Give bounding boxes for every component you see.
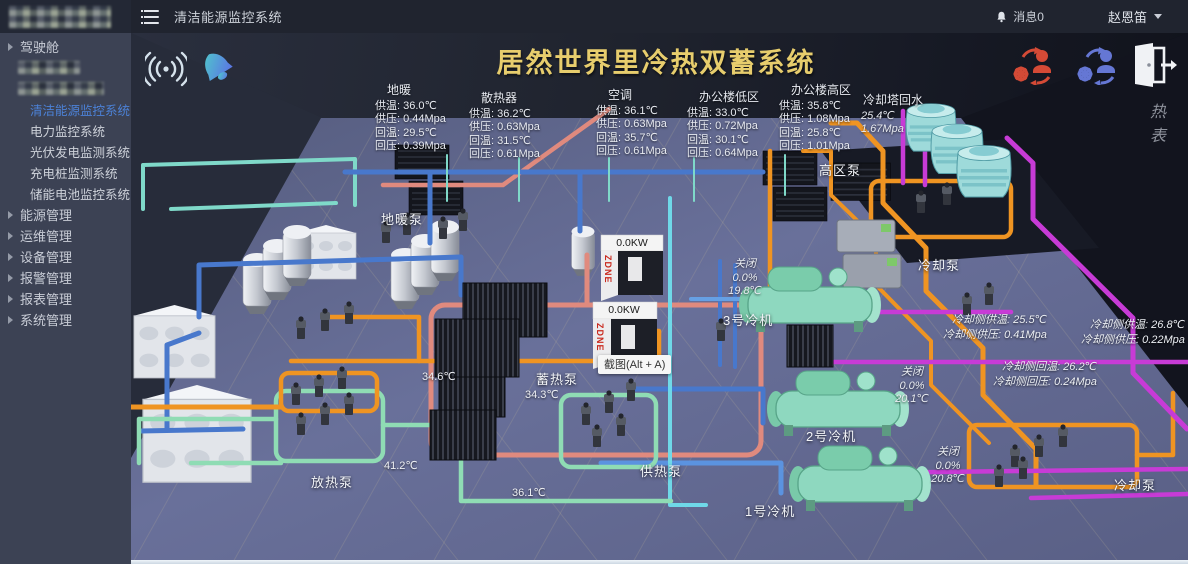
station-office-low-zone: 办公楼低区 供温: 33.0℃ 供压: 0.72Mpa 回温: 30.1℃ 回压…: [687, 90, 760, 159]
pipe-temp: 36.1℃: [512, 487, 546, 499]
top-bar: 清洁能源监控系统 消息0 赵恩笛: [0, 0, 1188, 33]
chiller-2-status: 关闭 0.0% 20.1℃: [895, 366, 929, 405]
station-radiator: 散热器 供温: 36.2℃ 供压: 0.63Mpa 回温: 31.5℃ 回压: …: [469, 91, 540, 160]
bottom-scrollbar[interactable]: [131, 560, 1188, 564]
sidebar-item-blurred[interactable]: [0, 78, 131, 99]
exit-door-icon[interactable]: [1131, 43, 1177, 87]
user-gear-sync-blue-icon[interactable]: [1073, 47, 1123, 85]
chiller-3-status: 关闭 0.0% 19.8℃: [728, 258, 762, 297]
cooling-supply-readout-1: 冷却侧供温: 25.5℃ 冷却侧供压: 0.41Mpa: [943, 314, 1047, 341]
messages-count-label: 消息0: [1013, 10, 1044, 24]
sidebar-item-battery-monitor[interactable]: 储能电池监控系统: [30, 188, 131, 202]
signal-waves-icon[interactable]: [145, 51, 187, 87]
expand-arrow-icon: [8, 252, 13, 261]
cooling-return-readout: 冷却侧回温: 26.2℃ 冷却侧回压: 0.24Mpa: [993, 361, 1097, 388]
pump-label-heat-release: 放热泵: [311, 475, 354, 490]
user-name: 赵恩笛: [1107, 10, 1147, 25]
pump-label-cooling-top: 冷却泵: [918, 258, 961, 273]
cooling-supply-readout-2: 冷却侧供温: 26.8℃ 冷却侧供压: 0.22Mpa: [1081, 319, 1185, 346]
sidebar-item-power-monitor[interactable]: 电力监控系统: [30, 125, 106, 139]
pump-label-heat-supply: 供热泵: [640, 464, 683, 479]
logo-blurred-image: [9, 5, 111, 28]
sidebar-item-cockpit[interactable]: 驾驶舱: [0, 36, 131, 57]
expand-arrow-icon: [8, 231, 13, 240]
expand-arrow-icon: [8, 210, 13, 219]
pipe-temp: 41.2℃: [384, 460, 418, 472]
sidebar-item-system-mgmt[interactable]: 系统管理: [0, 309, 131, 330]
sidebar-item-device-mgmt[interactable]: 设备管理: [0, 246, 131, 267]
heat-meter-label: 热表: [1147, 103, 1164, 151]
sidebar-item-ops-mgmt[interactable]: 运维管理: [0, 225, 131, 246]
scene-overlay: 居然世界里冷热双蓄系统: [131, 33, 1188, 564]
chiller-3-label: 3号冷机: [723, 313, 774, 328]
user-menu[interactable]: 赵恩笛: [1108, 7, 1162, 26]
screenshot-tooltip: 截图(Alt + A): [598, 355, 672, 374]
expand-arrow-icon: [8, 273, 13, 282]
scene-title: 居然世界里冷热双蓄系统: [496, 48, 816, 79]
boiler-power-readout: 0.0KW: [607, 236, 657, 250]
station-office-high-zone: 办公楼高区 供温: 35.8℃ 供压: 1.08Mpa 回温: 25.8℃ 回压…: [779, 83, 852, 152]
boiler-brand-label: ZDNE: [595, 323, 605, 352]
app-logo: [0, 0, 131, 33]
chiller-2-label: 2号冷机: [806, 429, 857, 444]
pipe-temp: 34.6℃: [422, 371, 456, 383]
station-tower-return: 冷却塔回水 25.4℃ 1.67Mpa: [861, 93, 924, 135]
pipe-temp: 34.3℃: [525, 389, 559, 401]
sidebar-item-charger-monitor[interactable]: 充电桩监测系统: [30, 167, 118, 181]
pump-label-high-zone: 高区泵: [819, 163, 862, 178]
sidebar-nav: 驾驶舱 清洁能源监控系统 电力监控系统 光伏发电监测系统 充电桩监测系统 储能电…: [0, 33, 131, 564]
topbar-title: 清洁能源监控系统: [174, 10, 283, 25]
alarm-horn-icon[interactable]: [193, 45, 241, 91]
sidebar-item-blurred[interactable]: [0, 57, 131, 78]
hamburger-menu-icon[interactable]: [141, 9, 159, 24]
messages-button[interactable]: 消息0: [995, 8, 1044, 25]
sidebar-item-energy-mgmt[interactable]: 能源管理: [0, 204, 131, 225]
station-air-conditioning: 空调 供温: 36.1℃ 供压: 0.63Mpa 回温: 35.7℃ 回压: 0…: [596, 88, 667, 157]
expand-arrow-icon: [8, 315, 13, 324]
sidebar-item-alarm-mgmt[interactable]: 报警管理: [0, 267, 131, 288]
expand-arrow-icon: [8, 294, 13, 303]
pump-label-floor-heating: 地暖泵: [381, 212, 424, 227]
bell-icon: [997, 11, 1006, 22]
sidebar-item-pv-monitor[interactable]: 光伏发电监测系统: [30, 146, 131, 160]
blurred-label: [18, 61, 80, 74]
caret-down-icon: [1154, 14, 1162, 19]
sidebar-item-report-mgmt[interactable]: 报表管理: [0, 288, 131, 309]
pipe-network: [131, 106, 1188, 507]
boiler-power-readout: 0.0KW: [599, 303, 649, 317]
3d-viewport[interactable]: 居然世界里冷热双蓄系统: [131, 33, 1188, 564]
chiller-1-status: 关闭 0.0% 20.8℃: [931, 446, 965, 485]
user-gear-sync-red-icon[interactable]: [1009, 47, 1059, 85]
blurred-label: [18, 82, 104, 95]
station-floor-heating: 地暖 供温: 36.0℃ 供压: 0.44Mpa 回温: 29.5℃ 回压: 0…: [375, 83, 446, 152]
plate-heat-exchangers: [429, 282, 834, 461]
pump-label-cooling-bottom: 冷却泵: [1114, 478, 1157, 493]
expand-arrow-icon: [8, 42, 13, 51]
pump-label-heat-storage: 蓄热泵: [536, 372, 579, 387]
3d-plant-rendering: [131, 33, 1188, 564]
boiler-brand-label: ZDNE: [603, 255, 613, 284]
chiller-1-label: 1号冷机: [745, 504, 796, 519]
sidebar-item-clean-energy[interactable]: 清洁能源监控系统: [30, 104, 131, 118]
